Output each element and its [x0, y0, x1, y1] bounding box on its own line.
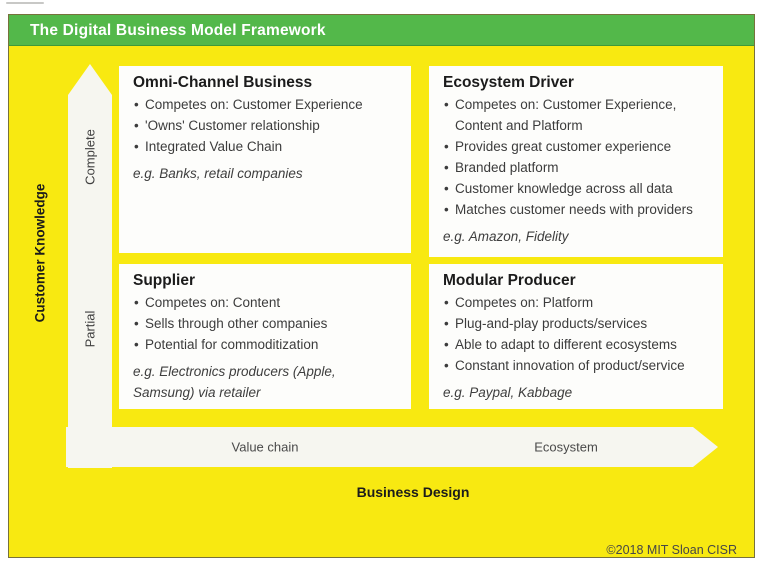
- example-text: e.g. Banks, retail companies: [133, 166, 303, 181]
- header-bar: The Digital Business Model Framework: [9, 15, 754, 46]
- quadrant-title: Modular Producer: [443, 272, 576, 289]
- bullet-item: Competes on: Customer Experience: [133, 94, 397, 115]
- bullet-item: Sells through other companies: [133, 313, 397, 334]
- bullet-item: Customer knowledge across all data: [443, 178, 709, 199]
- customer-knowledge-axis-arrow-icon: Complete Partial: [68, 64, 112, 468]
- bullet-item: Competes on: Content: [133, 292, 397, 313]
- bullet-item: Provides great customer experience: [443, 136, 709, 157]
- x-axis-label: Business Design: [356, 484, 470, 500]
- copyright-text: ©2018 MIT Sloan CISR: [606, 543, 737, 557]
- quadrant-omni-channel-business: Omni-Channel Business Competes on: Custo…: [119, 66, 411, 253]
- y-axis-label: Customer Knowledge: [32, 183, 48, 323]
- scan-artifact: [6, 2, 44, 4]
- quadrant-title: Omni-Channel Business: [133, 74, 313, 91]
- bullet-item: Constant innovation of product/service: [443, 355, 709, 376]
- business-design-axis-arrow-icon: Value chain Ecosystem: [66, 427, 718, 467]
- x-axis-tick-value-chain: Value chain: [231, 439, 299, 455]
- y-axis-tick-complete: Complete: [82, 129, 98, 185]
- example-text: e.g. Electronics producers (Apple, Samsu…: [133, 364, 336, 400]
- bullet-list: Competes on: Customer Experience, Conten…: [443, 94, 709, 220]
- bullet-item: Branded platform: [443, 157, 709, 178]
- bullet-item: Plug-and-play products/services: [443, 313, 709, 334]
- bullet-item: Able to adapt to different ecosystems: [443, 334, 709, 355]
- bullet-item: Competes on: Platform: [443, 292, 709, 313]
- example-text: e.g. Amazon, Fidelity: [443, 229, 569, 244]
- bullet-item: Integrated Value Chain: [133, 136, 397, 157]
- y-axis-tick-partial: Partial: [82, 310, 98, 348]
- quadrant-ecosystem-driver: Ecosystem Driver Competes on: Customer E…: [429, 66, 723, 257]
- bullet-item: Potential for commoditization: [133, 334, 397, 355]
- bullet-list: Competes on: Content Sells through other…: [133, 292, 397, 355]
- bullet-list: Competes on: Platform Plug-and-play prod…: [443, 292, 709, 376]
- quadrant-title: Ecosystem Driver: [443, 74, 574, 91]
- bullet-item: Matches customer needs with providers: [443, 199, 709, 220]
- framework-diagram: The Digital Business Model Framework Cus…: [8, 14, 755, 558]
- quadrant-modular-producer: Modular Producer Competes on: Platform P…: [429, 264, 723, 409]
- quadrant-supplier: Supplier Competes on: Content Sells thro…: [119, 264, 411, 409]
- bullet-item: Competes on: Customer Experience, Conten…: [443, 94, 709, 136]
- x-axis-tick-ecosystem: Ecosystem: [534, 439, 598, 455]
- bullet-list: Competes on: Customer Experience 'Owns' …: [133, 94, 397, 157]
- page-title: The Digital Business Model Framework: [30, 22, 326, 39]
- example-text: e.g. Paypal, Kabbage: [443, 385, 573, 400]
- bullet-item: 'Owns' Customer relationship: [133, 115, 397, 136]
- quadrant-title: Supplier: [133, 272, 196, 289]
